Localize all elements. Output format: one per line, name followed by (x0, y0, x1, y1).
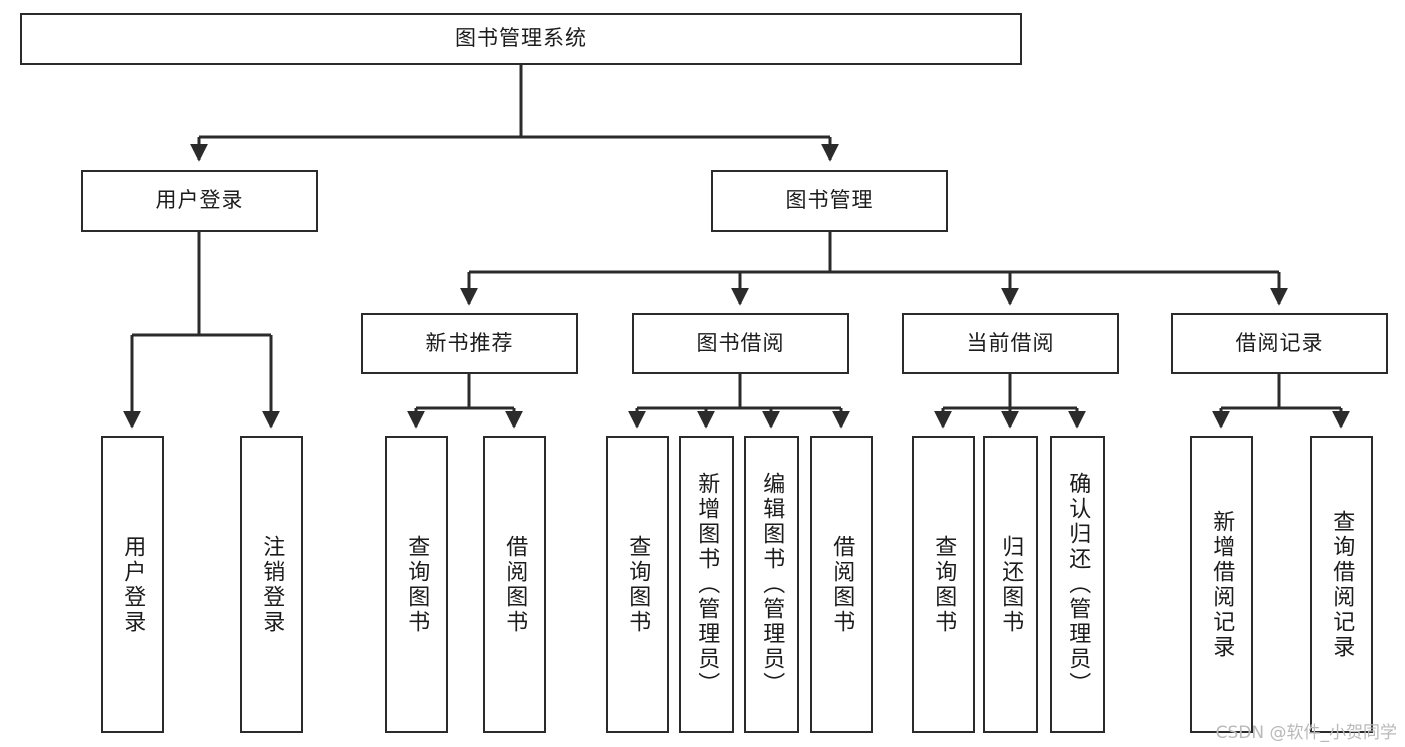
node-label: 编辑图书（管理员） (759, 472, 785, 697)
node-label: 借阅记录 (1235, 330, 1324, 355)
node-leaf-return-book[interactable]: 归还图书 (983, 436, 1038, 733)
node-leaf-logout[interactable]: 注销登录 (240, 436, 303, 733)
node-label: 查询图书 (404, 534, 430, 635)
node-label: 新增借阅记录 (1209, 509, 1235, 660)
node-leaf-add-book-admin[interactable]: 新增图书（管理员） (679, 436, 734, 733)
node-leaf-add-borrow-record[interactable]: 新增借阅记录 (1190, 436, 1253, 733)
node-leaf-query-book-b[interactable]: 查询图书 (606, 436, 669, 733)
node-label: 查询图书 (931, 534, 957, 635)
node-leaf-query-book-c[interactable]: 查询图书 (912, 436, 975, 733)
node-leaf-confirm-return-admin[interactable]: 确认归还（管理员） (1050, 436, 1105, 733)
node-label: 用户登录 (120, 534, 146, 635)
node-leaf-edit-book-admin[interactable]: 编辑图书（管理员） (744, 436, 799, 733)
node-book-management[interactable]: 图书管理 (711, 170, 948, 232)
node-leaf-borrow-book-b[interactable]: 借阅图书 (810, 436, 873, 733)
node-label: 借阅图书 (502, 534, 528, 635)
node-label: 用户登录 (155, 188, 244, 213)
node-leaf-borrow-book-a[interactable]: 借阅图书 (483, 436, 546, 733)
node-label: 注销登录 (259, 534, 285, 635)
node-label: 归还图书 (998, 534, 1024, 635)
node-label: 确认归还（管理员） (1065, 472, 1091, 697)
node-user-login[interactable]: 用户登录 (81, 170, 318, 232)
node-leaf-user-login[interactable]: 用户登录 (101, 436, 164, 733)
node-root-system[interactable]: 图书管理系统 (20, 13, 1022, 65)
node-new-book-recommend[interactable]: 新书推荐 (361, 313, 578, 374)
node-leaf-query-book-a[interactable]: 查询图书 (385, 436, 448, 733)
node-current-borrow[interactable]: 当前借阅 (902, 313, 1119, 374)
node-label: 图书管理系统 (455, 26, 587, 51)
node-label: 新增图书（管理员） (694, 472, 720, 697)
node-label: 图书管理 (785, 188, 874, 213)
node-leaf-query-borrow-record[interactable]: 查询借阅记录 (1310, 436, 1373, 733)
node-label: 图书借阅 (696, 330, 785, 355)
node-book-borrow[interactable]: 图书借阅 (632, 313, 849, 374)
node-label: 新书推荐 (425, 330, 514, 355)
node-borrow-record[interactable]: 借阅记录 (1171, 313, 1388, 374)
node-label: 查询图书 (625, 534, 651, 635)
node-label: 借阅图书 (829, 534, 855, 635)
node-label: 查询借阅记录 (1329, 509, 1355, 660)
node-label: 当前借阅 (966, 330, 1055, 355)
